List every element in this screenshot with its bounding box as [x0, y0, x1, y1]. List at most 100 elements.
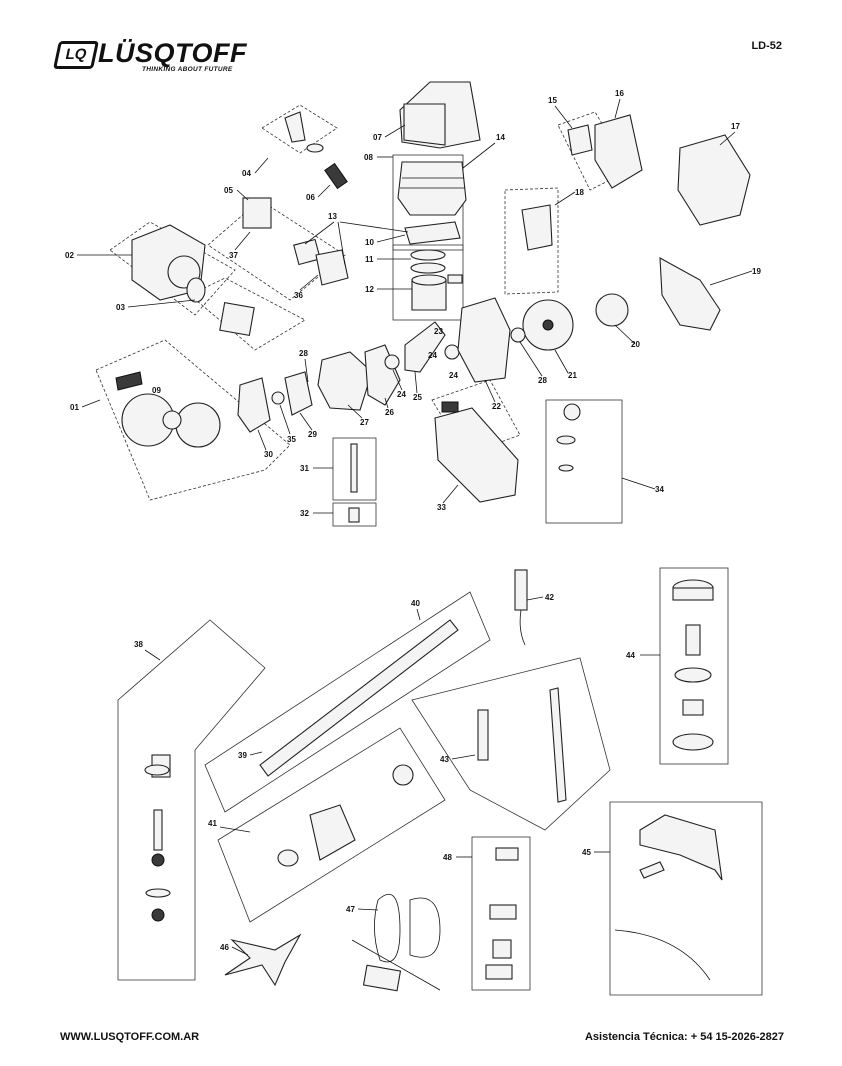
leader-line — [304, 221, 335, 245]
part-callout-24: 24 — [428, 351, 437, 360]
part-callout-24: 24 — [397, 390, 406, 399]
upper-callouts: 07 08 14 15 16 17 04 05 06 18 13 10 02 3… — [65, 89, 761, 518]
part-callout-01: 01 — [70, 403, 79, 412]
leader-line — [279, 404, 291, 435]
part-callout-21: 21 — [568, 371, 577, 380]
part-callout-16: 16 — [615, 89, 624, 98]
part-callout-39: 39 — [238, 751, 247, 760]
part-34-shape — [558, 464, 574, 472]
brand-name: LÜSQTOFF — [98, 38, 247, 68]
part-callout-47: 47 — [346, 905, 355, 914]
part-callout-35: 35 — [287, 435, 296, 444]
clutch-housing-shape — [309, 804, 356, 861]
bearing-shape — [151, 908, 165, 922]
spring-shape — [685, 624, 701, 656]
starter-handle-shape — [115, 371, 143, 391]
leader-line — [621, 477, 656, 490]
part-callout-46: 46 — [220, 943, 229, 952]
leader-line — [484, 379, 496, 403]
group-outline-01 — [95, 339, 291, 501]
part-callout-28: 28 — [299, 349, 308, 358]
carburetor-shape — [242, 197, 272, 229]
ignition-coil-shape — [521, 204, 553, 251]
part-callout-32: 32 — [300, 509, 309, 518]
leader-line — [519, 341, 543, 377]
support-phone: Asistencia Técnica: + 54 15-2026-2827 — [584, 1031, 784, 1043]
leader-line — [554, 191, 576, 206]
shaft-tube-shape — [259, 619, 459, 777]
leader-line — [347, 404, 363, 419]
filter-ring-shape — [186, 277, 206, 303]
harness-loop-shape — [374, 894, 401, 963]
crankshaft-shape — [404, 321, 446, 373]
part-callout-08: 08 — [364, 153, 373, 162]
leader-line — [442, 484, 459, 504]
leader-line — [144, 649, 161, 661]
part-callout-28: 28 — [538, 376, 547, 385]
part-callout-07: 07 — [373, 133, 382, 142]
part-callout-33: 33 — [437, 503, 446, 512]
part-callout-29: 29 — [308, 430, 317, 439]
brand-slogan: THINKING ABOUT FUTURE — [142, 66, 233, 73]
group-outline-38 — [117, 619, 266, 981]
harness-strap-shape — [351, 939, 441, 991]
part-34-cap-shape — [563, 403, 581, 421]
box-10-12 — [392, 244, 464, 321]
cylinder-shape — [397, 161, 467, 216]
leader-line — [339, 221, 409, 233]
leader-line — [127, 299, 196, 308]
fan-housing-shape — [659, 257, 721, 331]
handle-grip-shape — [477, 709, 489, 761]
part-callout-09: 09 — [152, 386, 161, 395]
clutch-drum-shape — [277, 849, 299, 867]
part-41-bearing-shape — [392, 764, 414, 786]
part-callout-19: 19 — [752, 267, 761, 276]
leader-line — [462, 142, 496, 169]
part-callout-36: 36 — [294, 291, 303, 300]
part-callout-48: 48 — [443, 853, 452, 862]
leader-line — [392, 369, 403, 391]
box-31 — [332, 437, 377, 501]
gearhead-shaft-shape — [153, 809, 163, 851]
piston-ring-shape — [410, 249, 446, 261]
part-32-shape — [348, 507, 360, 523]
part-callout-23: 23 — [434, 327, 443, 336]
piston-ring-shape — [410, 262, 446, 274]
piston-top-shape — [411, 274, 447, 286]
part-callout-27: 27 — [360, 418, 369, 427]
part-callout-18: 18 — [575, 188, 584, 197]
cylinder-gasket-shape — [404, 221, 461, 245]
leader-line — [416, 608, 421, 621]
muffler-cover-shape — [677, 134, 751, 226]
part-36-shape — [293, 238, 321, 266]
part-callout-15: 15 — [548, 96, 557, 105]
part-29-shape — [284, 371, 313, 416]
gasket-30-shape — [237, 377, 271, 433]
leader-line — [357, 908, 379, 911]
part-callout-37: 37 — [229, 251, 238, 260]
starter-pulley-shape — [175, 402, 221, 448]
website-url[interactable]: WWW.LUSQTOFF.COM.AR — [60, 1031, 200, 1043]
part-callout-22: 22 — [492, 402, 501, 411]
leader-line — [614, 324, 636, 345]
spool-insert-shape — [682, 699, 704, 716]
guard-clip-shape — [639, 861, 665, 879]
leader-line — [317, 184, 331, 198]
group-outline-33 — [431, 379, 521, 456]
harness-loop-shape — [409, 897, 441, 958]
fuel-tank-shape — [434, 407, 519, 503]
bearing-24b-shape — [444, 344, 460, 360]
part-03-shape — [219, 301, 255, 337]
leader-line — [384, 124, 406, 138]
spool-hub-shape — [674, 667, 712, 683]
part-callout-25: 25 — [413, 393, 422, 402]
part-04b-shape — [306, 143, 324, 153]
flywheel-hub-shape — [542, 319, 554, 331]
group-outline-40 — [204, 591, 491, 813]
leader-line — [254, 157, 269, 174]
part-15-shape — [567, 124, 593, 156]
part-48c-shape — [492, 939, 512, 959]
guard-shape — [639, 814, 723, 881]
clutch-shape — [595, 293, 629, 327]
group-outline-18 — [504, 187, 559, 295]
